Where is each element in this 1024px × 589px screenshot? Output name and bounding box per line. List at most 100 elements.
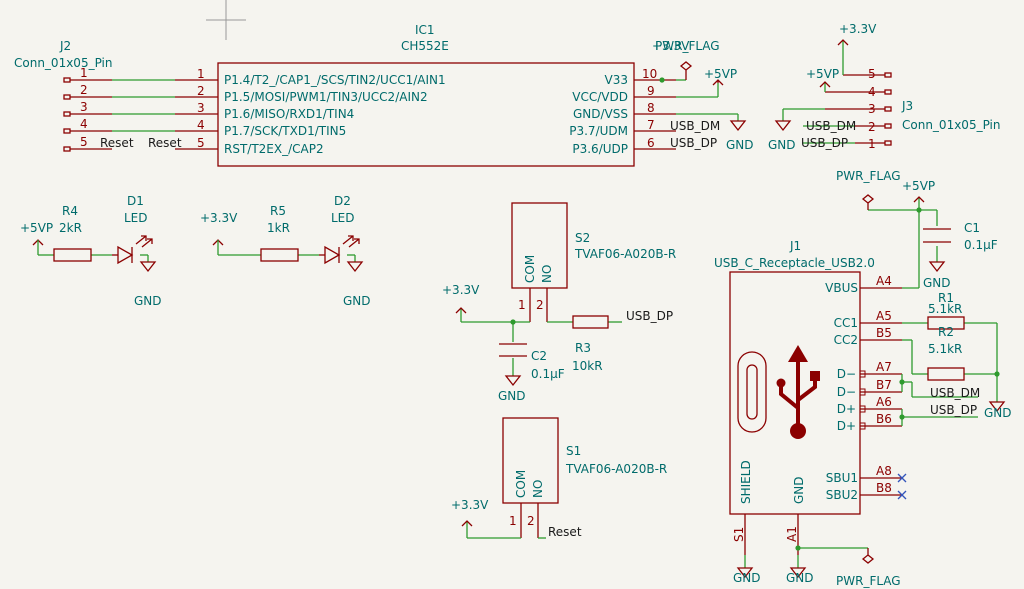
ic1-value: CH552E: [401, 39, 449, 53]
ic1-pin1-name: P1.4/T2_/CAP1_/SCS/TIN2/UCC1/AIN1: [224, 73, 446, 87]
j1-a6-num: A6: [876, 395, 892, 409]
d2-value: LED: [331, 211, 355, 225]
gnd-symbol-cc-icon: [988, 401, 1006, 413]
gnd-symbol-j3-icon: [774, 120, 792, 132]
usb-c-receptacle-j1[interactable]: J1 USB_C_Receptacle_USB2.0: [714, 239, 907, 555]
s2-body: [511, 202, 568, 289]
gnd-label-c1: GND: [923, 276, 951, 290]
ic1-pin4-num: 4: [197, 118, 205, 132]
switch-s1-circuit[interactable]: S1 TVAF06-A020B-R COM NO 1 2 +3.3V Reset: [451, 417, 667, 539]
v5p-arrow-ic1-icon: [712, 79, 724, 86]
ic1-usb-dm-label: USB_DM: [670, 119, 720, 133]
v33-pwr-flag-label: PWR_FLAG: [655, 39, 720, 53]
j1-dm-a-name: D−: [837, 367, 856, 381]
connector-j2[interactable]: J2 Conn_01x05_Pin 1 2 3 4 5 Reset: [14, 39, 134, 152]
r3-ref: R3: [575, 341, 591, 355]
v5p-label-vbus: +5VP: [902, 179, 935, 193]
j1-b5-num: B5: [876, 326, 892, 340]
s1-ref: S1: [566, 444, 581, 458]
ic1-pin9-name: VCC/VDD: [572, 90, 628, 104]
switch-s2-circuit[interactable]: S2 TVAF06-A020B-R COM NO 1 2 +3.3V C2 0.…: [442, 202, 676, 403]
led-circuit-d1[interactable]: R4 2kR D1 LED +5VP GND: [20, 194, 162, 308]
gnd-symbol-ic1-icon: [729, 120, 747, 132]
pwr-flag-v33-icon: [679, 61, 693, 80]
ic1-pin8-name: GND/VSS: [573, 107, 628, 121]
v5p-label-j3: +5VP: [806, 67, 839, 81]
gnd-label-d1: GND: [134, 294, 162, 308]
j1-s1-num: S1: [732, 527, 746, 542]
wires-ic1-right: [676, 79, 739, 121]
j1-ref: J1: [789, 239, 801, 253]
v33-arrow-s2-icon: [455, 307, 467, 314]
j1-shield-name: SHIELD: [739, 460, 753, 504]
r5-resistor-icon: [260, 248, 299, 262]
s2-no-label: NO: [540, 265, 554, 283]
ic1-pin7-name: P3.7/UDM: [569, 124, 628, 138]
junction-vbus: [916, 207, 922, 213]
pwr-flag-gnd-icon: [861, 548, 875, 564]
j1-sbu1-name: SBU1: [826, 471, 858, 485]
r4-resistor-icon: [53, 248, 92, 262]
pwr-flag-vbus-icon: [861, 194, 875, 210]
gnd-label-ic1: GND: [726, 138, 754, 152]
c2-ref: C2: [531, 349, 547, 363]
j1-a1-num: A1: [785, 526, 799, 542]
s2-ref: S2: [575, 231, 590, 245]
j1-vbus-name: VBUS: [825, 281, 858, 295]
v33-net-label: +3.3V: [652, 39, 690, 53]
s1-value: TVAF06-A020B-R: [565, 462, 667, 476]
connector-j3[interactable]: J3 Conn_01x05_Pin 5 4 3 2 1: [825, 67, 1000, 151]
j3-ref: J3: [901, 99, 913, 113]
j1-usb-dp-label: USB_DP: [930, 403, 977, 417]
j1-value: USB_C_Receptacle_USB2.0: [714, 256, 875, 270]
r5-value: 1kR: [267, 221, 290, 235]
v5p-label-ic1: +5VP: [704, 67, 737, 81]
r3-resistor-icon: [572, 315, 609, 329]
j1-a5-num: A5: [876, 309, 892, 323]
j3-usb-dp-label: USB_DP: [801, 136, 848, 150]
vbus-pwr-flag-label: PWR_FLAG: [836, 169, 901, 183]
j3-pin-4: 4: [868, 85, 876, 99]
j1-b7-num: B7: [876, 378, 892, 392]
j3-value: Conn_01x05_Pin: [902, 118, 1000, 132]
led-circuit-d2[interactable]: R5 1kR D2 LED +3.3V GND: [200, 194, 371, 308]
ic1-pin3-num: 3: [197, 101, 205, 115]
s1-pin1: 1: [509, 514, 517, 528]
r2-ref: R2: [938, 325, 954, 339]
junction-gnd-flag: [795, 545, 801, 551]
no-connect-sbu1-icon: [897, 473, 907, 483]
crosshair-cursor-icon: [206, 0, 246, 40]
ic1-usb-dp-label: USB_DP: [670, 136, 717, 150]
gnd-label-d2: GND: [343, 294, 371, 308]
gnd-label-shield: GND: [733, 571, 761, 585]
j3-pin-3: 3: [868, 102, 876, 116]
j3-usb-dm-label: USB_DM: [806, 119, 856, 133]
v5p-arrow-j3-icon: [819, 81, 831, 88]
ic1-pin10-name: V33: [605, 73, 628, 87]
r4-ref: R4: [62, 204, 78, 218]
v5p-arrow-vbus-icon: [913, 196, 925, 203]
gnd-symbol-d1-icon: [139, 261, 157, 273]
gnd-symbol-shield-icon: [736, 567, 754, 579]
ic1-pin6-num: 6: [647, 136, 655, 150]
wires-j2-ic1: [112, 79, 175, 132]
c2-capacitor-icon: [499, 343, 527, 357]
v33-label-d2: +3.3V: [200, 211, 238, 225]
j1-b8-num: B8: [876, 481, 892, 495]
r5-ref: R5: [270, 204, 286, 218]
r2-resistor-icon: [927, 367, 965, 381]
junction-dp: [899, 414, 905, 420]
j1-a8-num: A8: [876, 464, 892, 478]
usb-logo-icon: [776, 345, 820, 439]
c1-ref: C1: [964, 221, 980, 235]
junction-cc-gnd: [994, 371, 1000, 377]
gnd-label-a1: GND: [786, 571, 814, 585]
c1-capacitor-icon: [923, 228, 951, 243]
d2-led-icon: [319, 235, 360, 265]
ic1-ch552e[interactable]: IC1 CH552E 1 2 3 4 5 P1.4/T2_/CAP1_/SCS/…: [175, 23, 676, 167]
j1-b6-num: B6: [876, 412, 892, 426]
gnd-label-j3: GND: [768, 138, 796, 152]
j1-pin-stubs: [859, 370, 866, 430]
gnd-pwr-flag-label: PWR_FLAG: [836, 574, 901, 588]
